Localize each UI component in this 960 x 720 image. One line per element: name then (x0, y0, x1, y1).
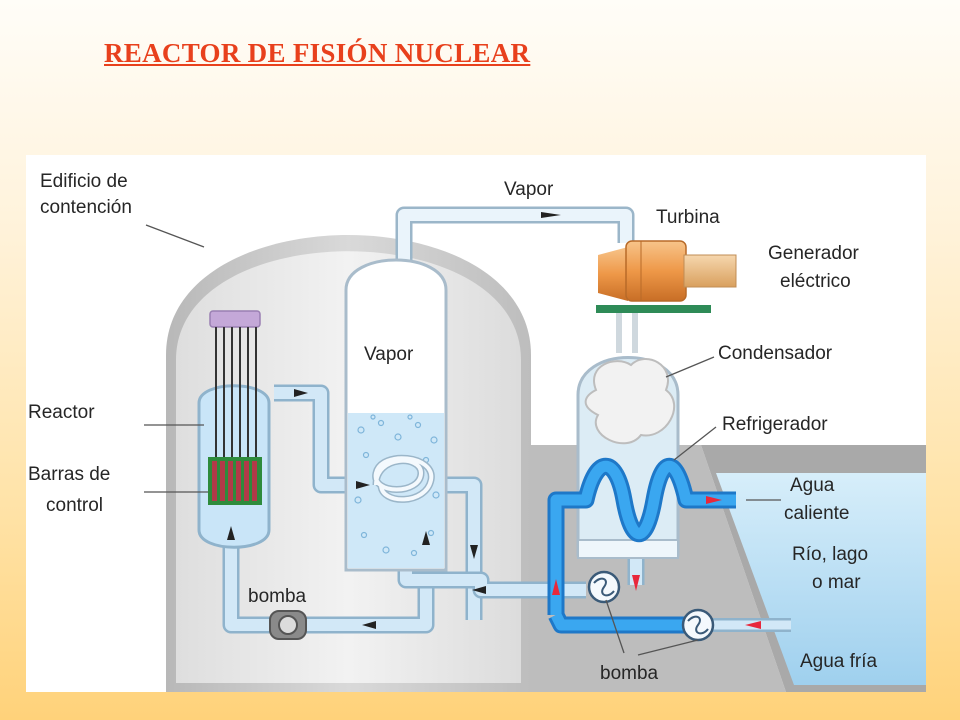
pump-bottom-icon (587, 570, 715, 642)
label-control-rods-1: Barras de (28, 464, 110, 485)
label-pump-bottom: bomba (600, 663, 659, 684)
label-cooler: Refrigerador (722, 414, 828, 435)
page-title: REACTOR DE FISIÓN NUCLEAR (104, 38, 531, 68)
label-generator-1: Generador (768, 243, 860, 264)
turbine (596, 240, 737, 353)
label-condenser: Condensador (718, 343, 833, 364)
label-vapor-pipe: Vapor (504, 179, 554, 200)
label-water-body-2: o mar (812, 572, 861, 593)
reactor-vessel (197, 310, 271, 549)
label-reactor: Reactor (28, 402, 95, 423)
label-pump-left: bomba (248, 586, 307, 607)
label-generator-2: eléctrico (780, 271, 851, 292)
diagram-svg: Edificio de contención Vapor Turbina Gen… (28, 171, 926, 692)
label-cold-water: Agua fría (800, 651, 878, 672)
pump-left-icon (269, 610, 307, 640)
leader-lines (144, 224, 781, 656)
label-turbine: Turbina (656, 207, 720, 228)
label-hot-water-2: caliente (784, 503, 850, 524)
label-water-body-1: Río, lago (792, 544, 868, 565)
flow-arrows (227, 212, 761, 629)
condenser (576, 356, 680, 559)
label-containment-1: Edificio de (40, 171, 128, 192)
steam-generator (344, 258, 448, 572)
nuclear-reactor-diagram: Edificio de contención Vapor Turbina Gen… (26, 155, 926, 692)
label-hot-water-1: Agua (790, 475, 835, 496)
label-control-rods-2: control (46, 495, 103, 516)
label-vapor-tank: Vapor (364, 344, 414, 365)
label-containment-2: contención (40, 197, 132, 218)
